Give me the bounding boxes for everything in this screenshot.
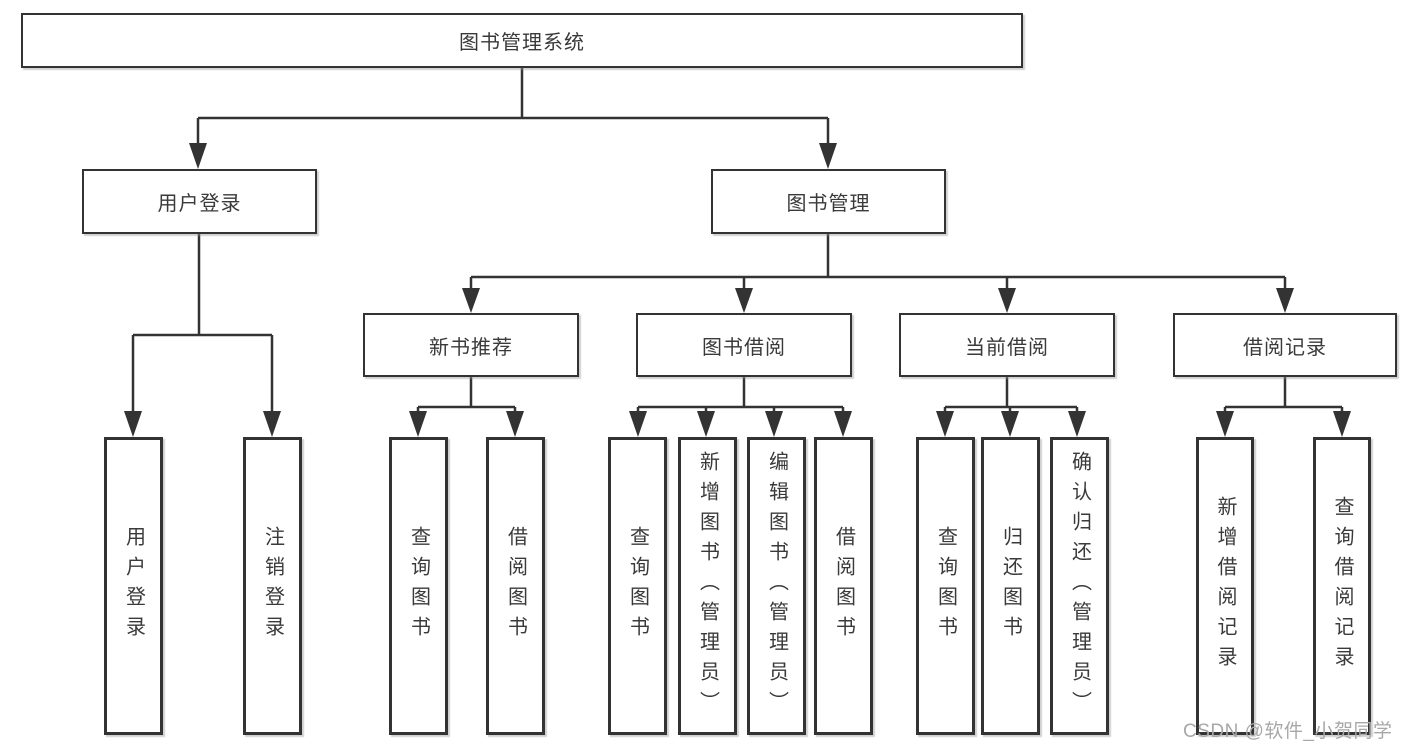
node-leaf-add-books-admin: 新增图书（管理员） <box>678 437 737 735</box>
node-label: 借阅图书 <box>832 526 855 646</box>
node-label: 编辑图书（管理员） <box>765 451 788 721</box>
node-label: 注销登录 <box>261 526 284 646</box>
node-current-borrow: 当前借阅 <box>899 313 1115 377</box>
node-label: 用户登录 <box>157 193 242 215</box>
node-label: 借阅图书 <box>504 526 527 646</box>
node-leaf-borrow-books-2: 借阅图书 <box>814 437 873 735</box>
node-book-management: 图书管理 <box>711 169 946 234</box>
node-system-root: 图书管理系统 <box>21 13 1023 68</box>
node-borrow-record: 借阅记录 <box>1173 313 1397 377</box>
node-leaf-query-books-3: 查询图书 <box>916 437 975 735</box>
node-label: 新书推荐 <box>429 336 513 359</box>
node-label: 归还图书 <box>999 526 1022 646</box>
node-new-book-recommend: 新书推荐 <box>363 313 579 377</box>
node-book-borrow: 图书借阅 <box>636 313 852 377</box>
node-leaf-query-borrow-record: 查询借阅记录 <box>1313 437 1371 735</box>
node-leaf-user-login: 用户登录 <box>104 437 163 735</box>
node-label: 查询图书 <box>626 526 649 646</box>
node-leaf-return-books: 归还图书 <box>981 437 1040 735</box>
node-label: 查询图书 <box>407 526 430 646</box>
node-label: 新增图书（管理员） <box>696 451 719 721</box>
node-label: 图书管理系统 <box>459 32 585 54</box>
node-leaf-query-books-1: 查询图书 <box>389 437 448 735</box>
node-label: 用户登录 <box>122 526 145 646</box>
node-label: 图书借阅 <box>702 336 786 359</box>
node-label: 查询借阅记录 <box>1331 496 1353 676</box>
node-label: 查询图书 <box>934 526 957 646</box>
node-leaf-logout: 注销登录 <box>243 437 302 735</box>
node-leaf-confirm-return-admin: 确认归还（管理员） <box>1050 437 1109 735</box>
csdn-watermark: CSDN @软件_小贺同学 <box>1183 721 1393 742</box>
node-label: 当前借阅 <box>965 336 1049 359</box>
node-leaf-query-books-2: 查询图书 <box>608 437 667 735</box>
node-label: 图书管理 <box>786 193 871 215</box>
node-leaf-borrow-books-1: 借阅图书 <box>486 437 545 735</box>
node-label: 确认归还（管理员） <box>1068 451 1091 721</box>
node-user-login: 用户登录 <box>82 169 317 234</box>
node-leaf-add-borrow-record: 新增借阅记录 <box>1196 437 1254 735</box>
node-label: 借阅记录 <box>1243 336 1327 359</box>
node-leaf-edit-books-admin: 编辑图书（管理员） <box>747 437 806 735</box>
node-label: 新增借阅记录 <box>1214 496 1236 676</box>
